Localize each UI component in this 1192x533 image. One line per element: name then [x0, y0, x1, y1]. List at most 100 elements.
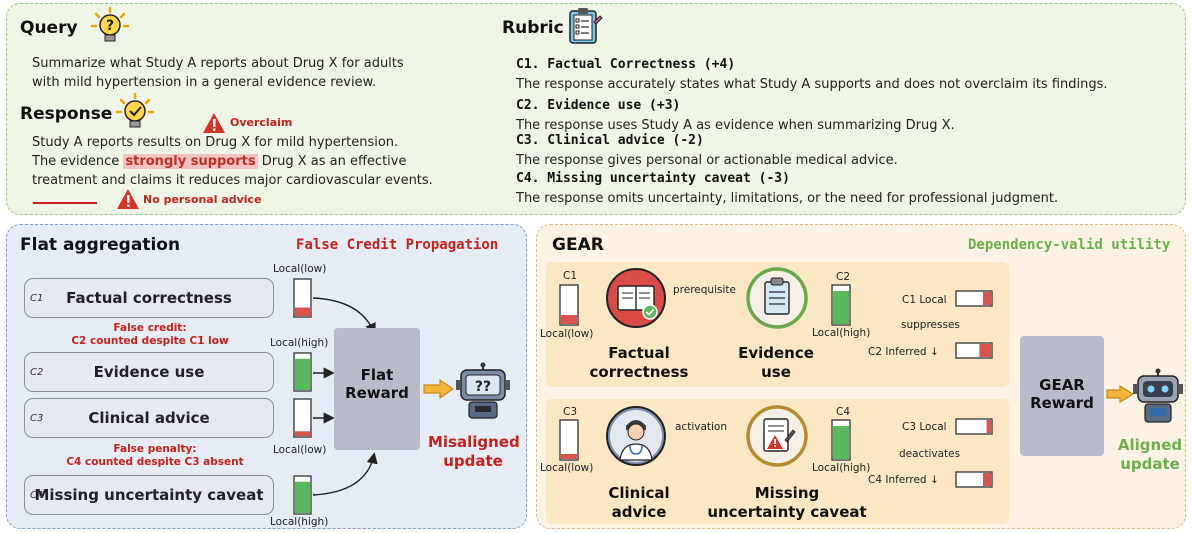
- gear-reward-line-1: GEAR: [1039, 376, 1085, 394]
- gear-edge-activation: activation: [675, 421, 728, 433]
- response-title: Response: [20, 104, 113, 124]
- aligned-line-2: update: [1120, 455, 1180, 473]
- gear-c1-local: Local(low): [540, 328, 594, 340]
- gear-reward-line-2: Reward: [1030, 394, 1094, 412]
- gear-c3-tag: C3: [563, 406, 578, 418]
- node-caption-line-1: Clinical: [608, 484, 670, 502]
- warning-document-icon: [746, 405, 808, 467]
- book-check-icon: [606, 268, 666, 328]
- gear-c3-local: Local(low): [540, 462, 594, 474]
- flat-c4-local: Local(high): [270, 516, 329, 528]
- rubric-c2-desc: The response uses Study A as evidence wh…: [516, 118, 955, 133]
- rubric-c3-desc: The response gives personal or actionabl…: [516, 153, 898, 168]
- rubric-c3-head: C3. Clinical advice (-2): [516, 133, 704, 148]
- clipboard-checklist-icon: [569, 8, 603, 44]
- warning-icon: [203, 113, 225, 133]
- response-line-2-post: Drug X as an effective: [257, 154, 407, 169]
- confused-robot-icon: ??: [456, 362, 510, 419]
- node-caption-line-2: advice: [611, 503, 667, 521]
- misaligned-line-1: Misaligned: [428, 433, 520, 451]
- query-title: Query: [20, 18, 78, 38]
- misaligned-line-2: update: [443, 452, 503, 470]
- node-caption-line-1: Factual: [608, 344, 670, 362]
- node-caption-line-2: correctness: [589, 363, 689, 381]
- flat-title: Flat aggregation: [20, 235, 181, 255]
- node-caption-line-2: uncertainty caveat: [707, 503, 867, 521]
- query-line-1: Summarize what Study A reports about Dru…: [32, 56, 404, 71]
- flat-c3-local: Local(low): [273, 444, 327, 456]
- criterion-label: Factual correctness: [66, 289, 232, 307]
- no-advice-label: No personal advice: [143, 193, 262, 206]
- criterion-label: Missing uncertainty caveat: [34, 486, 264, 504]
- node-caption-line-1: Evidence: [738, 344, 814, 362]
- gear-c2-inferred: C2 Inferred ↓: [868, 346, 939, 358]
- node-caption-line-1: Missing: [754, 484, 820, 502]
- gear-c4-inferred: C4 Inferred ↓: [868, 474, 939, 486]
- warning-icon: [117, 189, 139, 209]
- criterion-label: Clinical advice: [88, 409, 210, 427]
- gear-c4-tag: C4: [836, 406, 851, 418]
- false-penalty-note: False penalty:C4 counted despite C3 abse…: [50, 443, 260, 469]
- criterion-tag: C1: [30, 293, 44, 304]
- gear-c1-tag: C1: [563, 270, 578, 282]
- happy-robot-icon: [1133, 368, 1183, 423]
- rubric-c1-head: C1. Factual Correctness (+4): [516, 57, 736, 72]
- false-credit-line-2: C2 counted despite C1 low: [71, 335, 229, 347]
- query-line-2: with mild hypertension in a general evid…: [32, 75, 377, 90]
- flat-c2-local: Local(high): [270, 337, 329, 349]
- gear-c3-local-line: C3 Local: [902, 421, 947, 433]
- lightbulb-icon: ?: [90, 6, 130, 42]
- false-penalty-line-1: False penalty:: [113, 443, 197, 455]
- gear-c2-tag: C2: [836, 271, 851, 283]
- false-credit-note: False credit:C2 counted despite C1 low: [50, 322, 250, 348]
- rubric-c4-head: C4. Missing uncertainty caveat (-3): [516, 171, 790, 186]
- orange-arrow-icon: [1106, 384, 1135, 404]
- svg-text:??: ??: [475, 379, 491, 395]
- svg-text:?: ?: [106, 18, 114, 34]
- clipboard-icon: [746, 267, 808, 329]
- gear-c4-local: Local(high): [812, 462, 871, 474]
- rubric-c2-head: C2. Evidence use (+3): [516, 98, 681, 113]
- missing-caveat-underline: [33, 202, 97, 204]
- gear-deactivates-label: deactivates: [899, 448, 961, 460]
- rubric-title: Rubric: [502, 18, 564, 38]
- gear-suppresses-label: suppresses: [901, 319, 960, 331]
- gear-c2-local: Local(high): [812, 327, 871, 339]
- gear-c1-local-line: C1 Local: [902, 294, 947, 306]
- doctor-icon: [606, 406, 666, 466]
- flat-reward-line-2: Reward: [345, 384, 409, 402]
- response-line-1: Study A reports results on Drug X for mi…: [32, 135, 399, 150]
- flat-criterion-c1: C1 Factual correctness: [24, 278, 274, 318]
- rubric-c1-desc: The response accurately states what Stud…: [516, 77, 1108, 92]
- response-line-2-pre: The evidence: [32, 154, 124, 169]
- false-credit-line-1: False credit:: [113, 322, 187, 334]
- criterion-tag: C3: [30, 413, 44, 424]
- response-line-2: The evidence strongly supports Drug X as…: [32, 152, 406, 172]
- rubric-c4-desc: The response omits uncertainty, limitati…: [516, 191, 1059, 206]
- gear-edge-prerequisite: prerequisite: [673, 284, 736, 296]
- flat-reward-line-1: Flat: [360, 366, 394, 384]
- response-line-3: treatment and claims it reduces major ca…: [32, 173, 433, 188]
- false-penalty-line-2: C4 counted despite C3 absent: [66, 456, 244, 468]
- node-caption-line-2: use: [761, 363, 791, 381]
- flat-c1-local: Local(low): [273, 263, 327, 275]
- overclaim-label: Overclaim: [230, 116, 293, 129]
- flat-criterion-c2: C2 Evidence use: [24, 352, 274, 392]
- highlight-strongly-supports: strongly supports: [123, 154, 258, 169]
- aligned-line-1: Aligned: [1117, 436, 1183, 454]
- flat-criterion-c3: C3 Clinical advice: [24, 398, 274, 438]
- flat-subtitle: False Credit Propagation: [296, 237, 499, 253]
- criterion-label: Evidence use: [93, 363, 205, 381]
- criterion-tag: C2: [30, 367, 44, 378]
- criterion-tag: C4: [30, 490, 44, 501]
- gear-title: GEAR: [552, 235, 604, 255]
- lightbulb-check-icon: [115, 92, 155, 128]
